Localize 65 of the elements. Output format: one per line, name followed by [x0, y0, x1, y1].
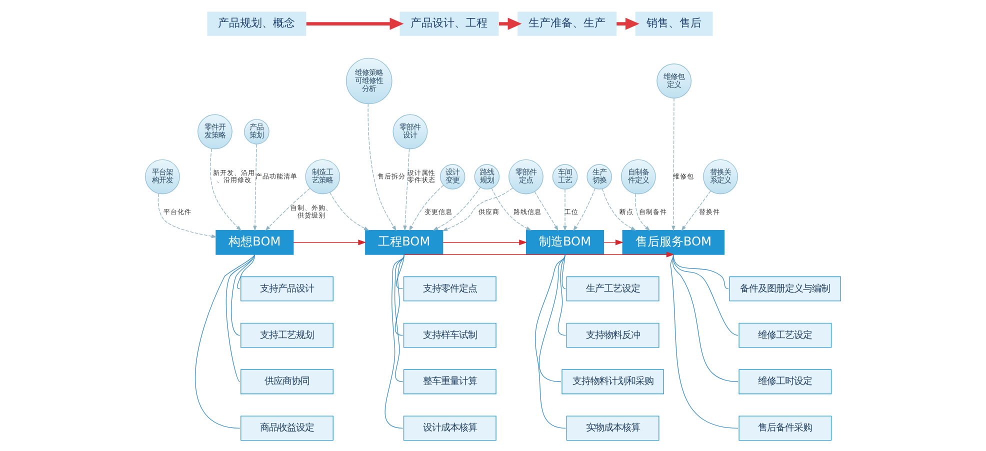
arrow [534, 190, 558, 230]
arrow [563, 188, 567, 231]
node-box: 商品收益设定 [240, 415, 334, 440]
connector [394, 254, 404, 336]
arrow [306, 17, 404, 30]
arrow [404, 251, 674, 257]
arrow [253, 144, 257, 231]
arrow [368, 103, 396, 231]
connector [558, 254, 566, 336]
node-box: 工程BOM [365, 229, 444, 254]
node-box: 供应商协同 [240, 368, 334, 394]
arrow [210, 148, 242, 230]
node-box: 产品规划、概念 [207, 11, 306, 36]
arrow [442, 239, 528, 245]
node-box: 设计成本核算 [403, 415, 496, 440]
connector [670, 254, 738, 428]
node-box: 整车重量计算 [403, 368, 496, 394]
arrow [158, 192, 217, 238]
arrow [603, 239, 624, 245]
arrow [498, 17, 522, 30]
node-box: 支持产品设计 [240, 276, 334, 301]
connector [394, 254, 404, 382]
arrow [293, 239, 366, 245]
arrow [265, 188, 310, 230]
node-box: 生产工艺设定 [566, 276, 660, 301]
node-box: 构想BOM [216, 229, 294, 254]
node-box: 销售、售后 [635, 11, 713, 36]
connector [236, 254, 256, 289]
connector [672, 254, 738, 382]
arrow [403, 148, 410, 231]
arrow [634, 192, 650, 230]
node-box: 制造BOM [526, 229, 604, 254]
connector [384, 254, 404, 428]
node-box: 支持物料反冲 [566, 322, 660, 348]
connector [226, 254, 256, 382]
node-box: 实物成本核算 [566, 415, 660, 440]
arrow [442, 187, 514, 231]
arrow [432, 186, 481, 230]
connector [538, 254, 566, 382]
node-box: 维修工艺设定 [738, 322, 832, 348]
arrow [573, 188, 596, 231]
connector [673, 254, 738, 336]
node-box: 支持物料计划和采购 [562, 368, 664, 394]
arrow [602, 188, 636, 230]
node-box: 支持零件定点 [403, 276, 496, 301]
connector [396, 254, 404, 289]
node-box: 支持工艺规划 [240, 322, 334, 348]
node-box: 备件及图册定义与编制 [729, 276, 842, 301]
connector [673, 254, 729, 289]
arrow [409, 184, 444, 231]
arrow [491, 188, 532, 230]
arrow [330, 192, 370, 230]
node-box: 售后服务BOM [622, 229, 725, 254]
node-box: 支持样车试制 [403, 322, 496, 348]
connector [535, 254, 566, 428]
arrow [616, 17, 640, 30]
arrow [672, 97, 676, 231]
node-box: 售后备件采购 [738, 415, 832, 440]
connector [562, 254, 566, 289]
connector [230, 254, 256, 336]
node-box: 生产准备、生产 [518, 11, 617, 36]
connector [194, 254, 256, 428]
node-box: 维修工时设定 [738, 368, 832, 394]
arrow [681, 190, 711, 231]
node-box: 产品设计、工程 [400, 11, 499, 36]
